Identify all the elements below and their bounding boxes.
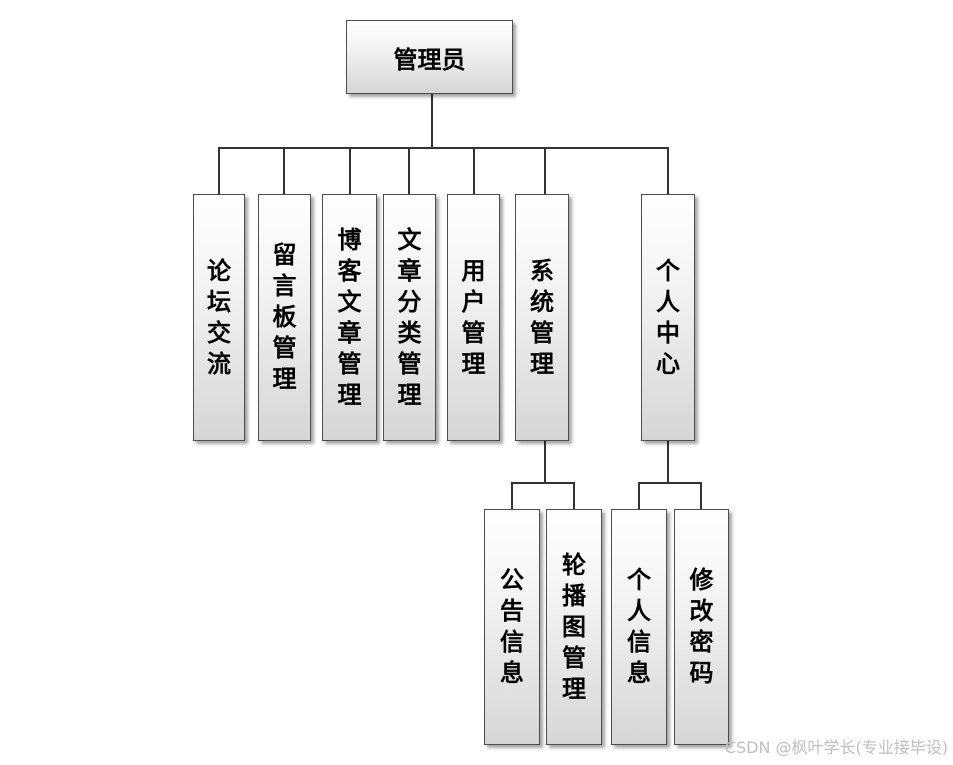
node-label: 留言板管理: [272, 241, 297, 393]
node-personal-info: 个人信息: [611, 509, 667, 745]
node-label: 公告信息: [500, 566, 524, 687]
node-label: 修改密码: [689, 566, 714, 687]
node-article-category-management: 文章分类管理: [383, 194, 436, 441]
node-admin: 管理员: [346, 20, 513, 94]
node-announcement-info: 公告信息: [484, 509, 540, 745]
node-change-password: 修改密码: [674, 509, 729, 745]
watermark: CSDN @枫叶学长(专业接毕设): [724, 738, 948, 757]
node-carousel-management: 轮播图管理: [546, 509, 602, 745]
node-user-management: 用户管理: [447, 194, 500, 441]
node-message-board-management: 留言板管理: [258, 194, 311, 441]
node-label: 用户管理: [461, 256, 486, 378]
node-label: 个人中心: [656, 256, 680, 378]
node-label: 管理员: [393, 45, 466, 74]
node-system-management: 系统管理: [515, 194, 569, 441]
node-label: 论坛交流: [207, 256, 231, 378]
node-label: 系统管理: [530, 256, 554, 378]
node-personal-center: 个人中心: [641, 194, 695, 441]
node-forum-exchange: 论坛交流: [193, 194, 245, 441]
node-label: 文章分类管理: [397, 225, 422, 409]
node-label: 轮播图管理: [562, 550, 586, 703]
node-label: 博客文章管理: [337, 225, 362, 409]
node-blog-article-management: 博客文章管理: [322, 194, 377, 441]
node-label: 个人信息: [627, 566, 651, 687]
